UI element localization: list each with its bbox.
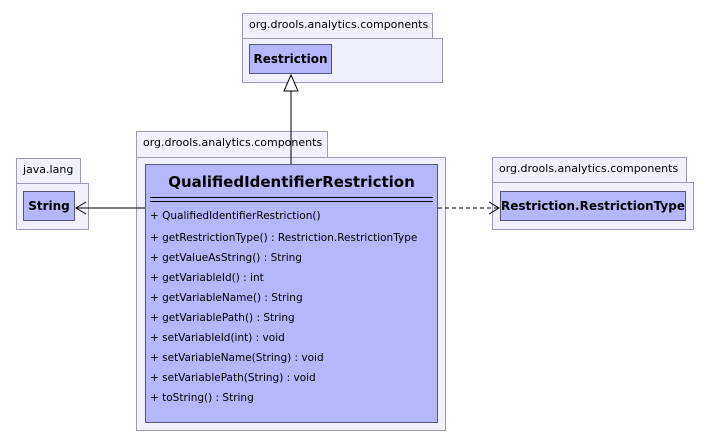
method-item: + setVariablePath(String) : void	[150, 372, 316, 384]
class-string[interactable]: String	[23, 191, 75, 221]
class-qualified-identifier-restriction[interactable]: QualifiedIdentifierRestriction + Qualifi…	[145, 164, 438, 423]
package-name-center: org.drools.analytics.components	[143, 136, 323, 149]
constructor-list: + QualifiedIdentifierRestriction()	[146, 202, 437, 224]
package-name-right: org.drools.analytics.components	[499, 162, 679, 175]
class-string-name: String	[28, 199, 70, 213]
method-item: + getValueAsString() : String	[150, 252, 302, 264]
package-name-left: java.lang	[23, 163, 74, 176]
attribute-separator	[150, 197, 433, 198]
constructor-item: + QualifiedIdentifierRestriction()	[150, 210, 321, 222]
class-restriction-type[interactable]: Restriction.RestrictionType	[500, 191, 686, 221]
method-item: + setVariableId(int) : void	[150, 332, 285, 344]
class-restriction-type-name: Restriction.RestrictionType	[501, 199, 685, 213]
class-main-name: QualifiedIdentifierRestriction	[168, 173, 415, 191]
method-item: + setVariableName(String) : void	[150, 352, 324, 364]
package-tab-right: org.drools.analytics.components	[492, 157, 687, 183]
constructor-separator	[150, 201, 433, 202]
method-item: + getVariableName() : String	[150, 292, 303, 304]
method-item: + toString() : String	[150, 392, 254, 404]
method-item: + getVariableId() : int	[150, 272, 264, 284]
package-tab-center: org.drools.analytics.components	[136, 131, 328, 158]
method-item: + getRestrictionType() : Restriction.Res…	[150, 232, 418, 244]
class-restriction-name: Restriction	[253, 52, 328, 66]
package-name-top: org.drools.analytics.components	[249, 18, 429, 31]
package-tab-top: org.drools.analytics.components	[242, 13, 433, 39]
package-tab-left: java.lang	[16, 158, 81, 184]
method-item: + getVariablePath() : String	[150, 312, 295, 324]
method-list: + getRestrictionType() : Restriction.Res…	[146, 224, 437, 408]
class-restriction[interactable]: Restriction	[249, 44, 332, 74]
